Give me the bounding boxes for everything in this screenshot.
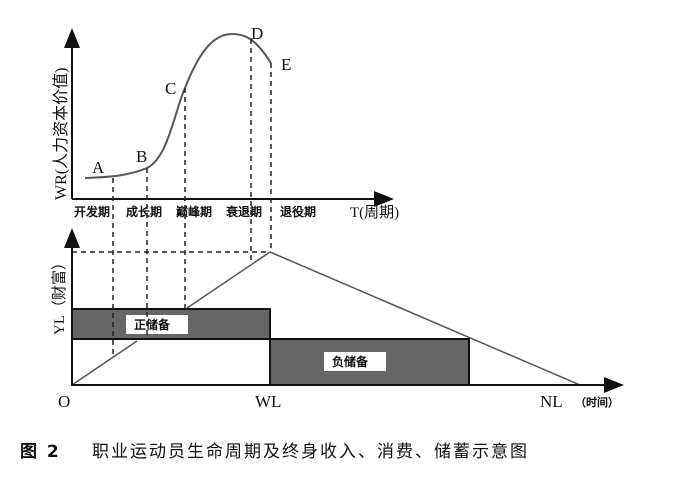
figure-number: 图 2	[20, 442, 61, 462]
wl-tick-label: WL	[255, 392, 281, 411]
rising-wealth-line	[71, 340, 138, 386]
point-a-label: A	[92, 158, 105, 177]
bottom-y-axis-label: YL（财富）	[50, 255, 68, 335]
lower-white-box	[71, 338, 271, 386]
negative-reserve-label: 负储备	[332, 354, 369, 369]
time-unit-label: （时间）	[575, 395, 619, 409]
origin-label: O	[58, 392, 70, 411]
phase-decline: 衰退期	[225, 204, 262, 219]
point-b-label: B	[136, 147, 147, 166]
top-x-axis-label: T(周期)	[350, 204, 399, 221]
phase-growth: 成长期	[126, 204, 162, 219]
point-d-label: D	[251, 24, 263, 43]
point-c-label: C	[165, 79, 176, 98]
dashed-guides	[72, 39, 272, 357]
phase-development: 开发期	[74, 204, 110, 219]
point-e-label: E	[281, 55, 291, 74]
nl-tick-label: NL	[540, 392, 563, 411]
positive-reserve-label: 正储备	[134, 317, 171, 332]
human-capital-curve	[84, 32, 272, 179]
phase-retirement: 退役期	[280, 204, 316, 219]
rising-wealth-line-upper	[186, 251, 271, 309]
top-y-axis-label: WR(人力资本价值)	[52, 68, 70, 200]
declining-wealth-line	[269, 251, 581, 386]
phase-peak: 巅峰期	[176, 204, 212, 219]
figure-caption: 职业运动员生命周期及终身收入、消费、储蓄示意图	[92, 442, 529, 462]
